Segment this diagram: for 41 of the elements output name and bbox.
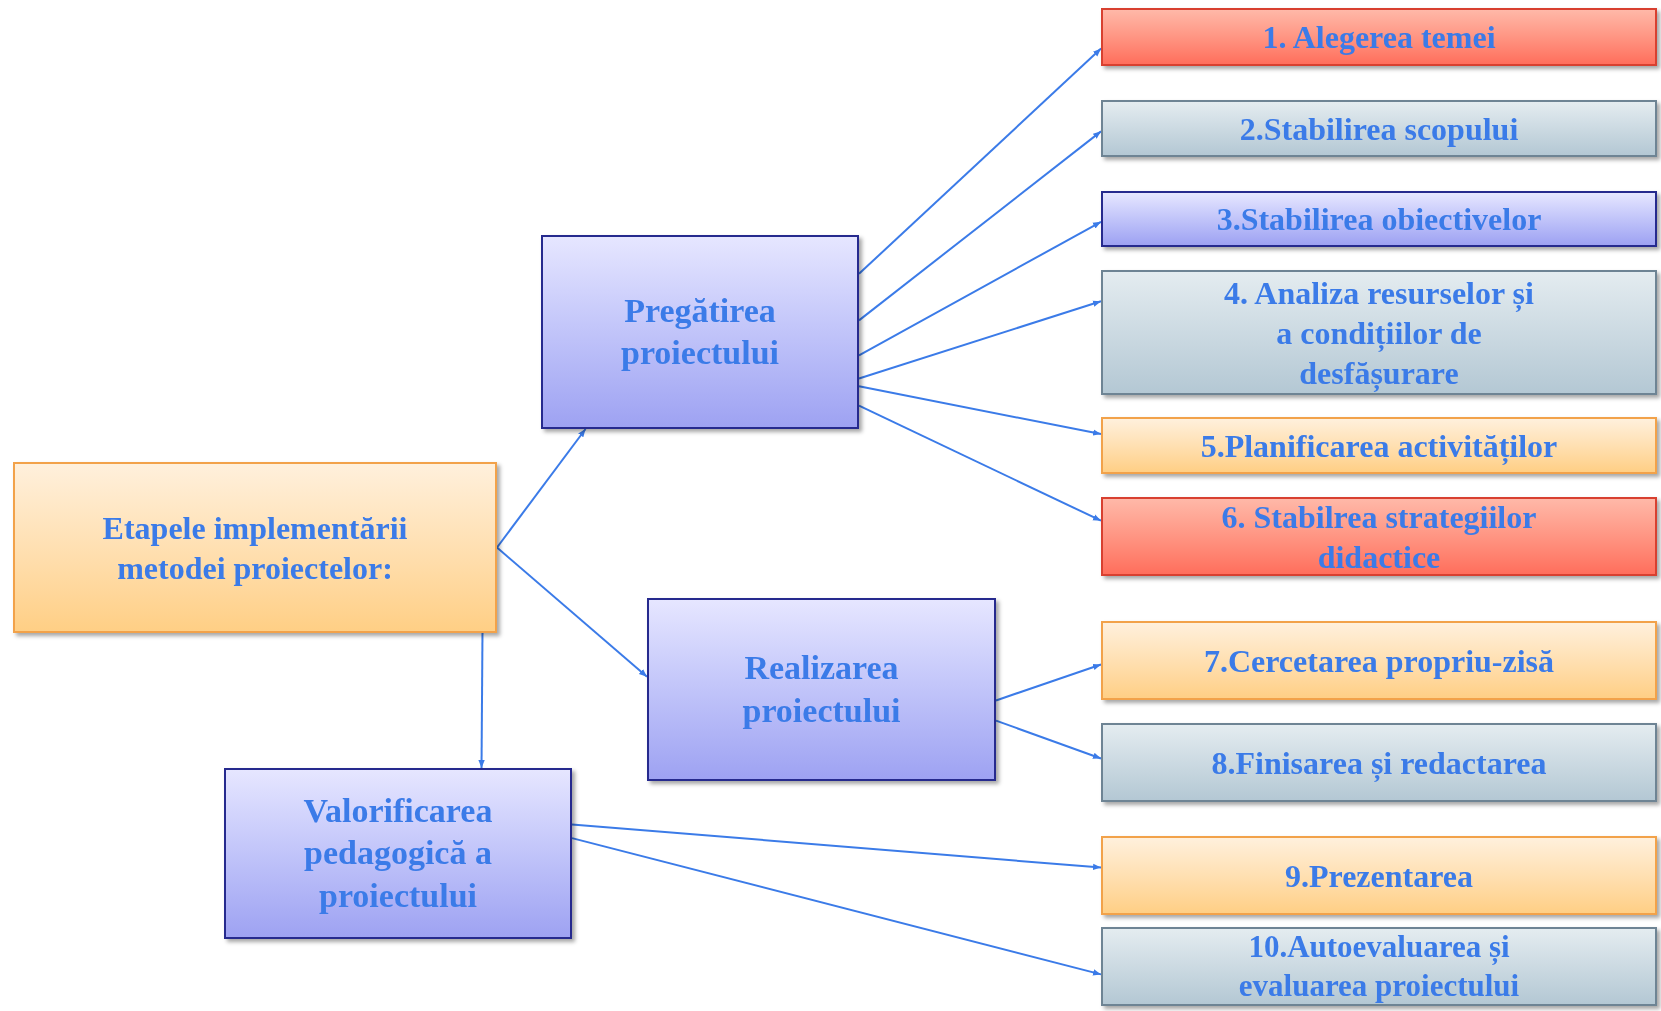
- step-label: Etapele implementării metodei proiectelor:: [101, 508, 409, 588]
- step-label: 7.Cercetarea propriu-zisă: [1203, 641, 1555, 681]
- arrow: [995, 663, 1102, 702]
- arrow: [858, 220, 1102, 357]
- step-box: [13, 462, 497, 633]
- step-label: 5.Planificarea activităților: [1200, 426, 1558, 466]
- arrow: [858, 130, 1102, 322]
- step-box: [1101, 417, 1657, 474]
- step-label: 1. Alegerea temei: [1262, 18, 1496, 57]
- step-label: 10.Autoevaluarea și evaluarea proiectului: [1237, 927, 1521, 1005]
- step-box: [647, 598, 996, 781]
- step-label: Pregătirea proiectului: [619, 290, 780, 373]
- step-box: [1101, 100, 1657, 157]
- arrow: [858, 300, 1102, 380]
- step-label: 2.Stabilirea scopului: [1239, 109, 1519, 149]
- step-label: 8.Finisarea și redactarea: [1211, 743, 1547, 783]
- step-label: Realizarea proiectului: [741, 648, 902, 731]
- step-box: [1101, 927, 1657, 1006]
- arrow: [478, 632, 485, 769]
- step-label: 9.Prezentarea: [1284, 856, 1474, 896]
- step-box: [541, 235, 859, 429]
- arrow: [995, 719, 1102, 760]
- step-label: 4. Analiza resurselor și a condițiilor de desfășurare: [1223, 273, 1535, 393]
- arrow: [571, 823, 1102, 871]
- step-box: [1101, 8, 1657, 66]
- step-box: [1101, 270, 1657, 395]
- step-box: [1101, 497, 1657, 576]
- arrow: [496, 546, 648, 678]
- step-box: [1101, 723, 1657, 802]
- step-box: [1101, 621, 1657, 700]
- step-label: 3.Stabilirea obiectivelor: [1216, 200, 1542, 239]
- step-label: Valorificarea pedagogică a proiectului: [302, 790, 494, 916]
- arrow: [858, 385, 1102, 436]
- step-box: [1101, 836, 1657, 915]
- arrow: [496, 428, 587, 549]
- arrow: [571, 837, 1102, 976]
- step-label: 6. Stabilrea strategiilor didactice: [1220, 497, 1538, 577]
- step-box: [224, 768, 572, 939]
- step-box: [1101, 191, 1657, 247]
- arrow: [858, 47, 1102, 275]
- arrow: [858, 404, 1102, 522]
